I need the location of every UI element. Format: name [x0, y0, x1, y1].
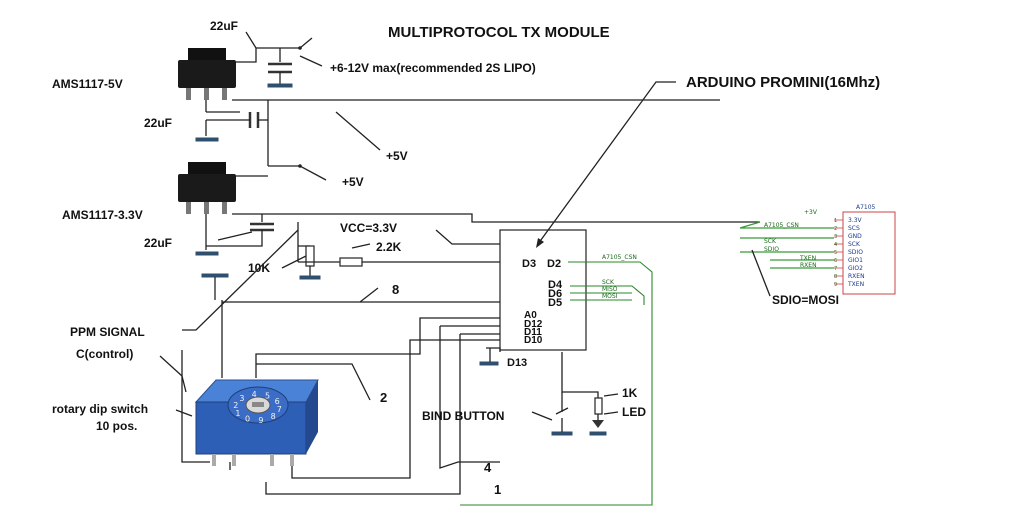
pin-d12: D12 [524, 319, 543, 330]
a7105-pin-number-8: 9 [834, 282, 837, 288]
wire-1-label: 1 [494, 482, 501, 497]
rotary-label-2: 10 pos. [96, 419, 137, 433]
svg-text:SDIO: SDIO [764, 246, 779, 253]
net-csn [460, 261, 653, 506]
cap-bottom-label: 22uF [144, 236, 172, 250]
ppm-label: PPM SIGNAL [70, 325, 145, 339]
a7105-pin-3: SCK [848, 241, 861, 248]
pin-d5: D5 [548, 297, 562, 309]
a7105-pin-number-4: 5 [834, 250, 837, 256]
wire-2-label: 2 [380, 390, 387, 405]
a7105-pin-number-1: 2 [834, 226, 837, 232]
cap-mid-label: 22uF [144, 116, 172, 130]
reg5v-label: AMS1117-5V [52, 77, 123, 91]
pin-d11: D11 [524, 327, 542, 338]
a7105-pin-4: SDIO [848, 249, 863, 256]
pin-a0: A0 [524, 310, 537, 321]
rotary-digit-8: 8 [271, 412, 276, 421]
reg33-label: AMS1117-3.3V [62, 208, 143, 222]
a7105-pin-number-0: 1 [834, 218, 837, 224]
vcc-label: VCC=3.3V [340, 221, 397, 235]
resistor-10k [305, 245, 315, 267]
r1k-label: 1K [622, 386, 638, 400]
a7105-pin-number-3: 4 [834, 242, 837, 248]
rotary-digit-4: 4 [252, 390, 257, 399]
rotary-digit-0: 0 [245, 415, 250, 424]
rotary-digit-1: 1 [235, 409, 240, 418]
pin-d6: D6 [548, 288, 562, 300]
svg-text:A7105_CSN: A7105_CSN [602, 254, 637, 261]
pin-d13: D13 [507, 357, 527, 369]
rotary-digit-2: 2 [233, 401, 238, 410]
pin-d3: D3 [522, 258, 536, 270]
a7105-module [842, 211, 896, 295]
rotary-digit-3: 3 [239, 394, 244, 403]
rotary-label-1: rotary dip switch [52, 402, 148, 416]
wire-4-label: 4 [484, 460, 492, 475]
sdio-label: SDIO=MOSI [772, 293, 839, 307]
a7105-pin-8: TXEN [847, 281, 864, 288]
a7105-pin-2: GND [848, 233, 862, 240]
ams1117-5v-regulator [178, 48, 236, 100]
led-label: LED [622, 405, 646, 419]
rotary-digit-9: 9 [258, 416, 263, 425]
svg-text:+3V: +3V [804, 209, 818, 216]
a7105-pin-number-2: 3 [834, 234, 837, 240]
arduino-promini [499, 229, 587, 351]
svg-text:SCK: SCK [602, 279, 615, 286]
svg-text:MISO: MISO [602, 286, 618, 293]
resistor-1k [594, 397, 603, 415]
a7105-title: A7105 [856, 204, 876, 211]
page-title: MULTIPROTOCOL TX MODULE [388, 24, 610, 41]
plus5v-label-b: +5V [342, 175, 364, 189]
control-label: C(control) [76, 347, 133, 361]
rotary-dip-switch [194, 379, 319, 466]
rotary-digit-5: 5 [265, 391, 270, 400]
a7105-pin-number-6: 7 [834, 266, 837, 272]
plus5v-label-a: +5V [386, 149, 408, 163]
led-symbol [592, 420, 604, 428]
a7105-pin-7: RXEN [848, 273, 865, 280]
resistor-2k2 [339, 257, 363, 267]
svg-text:MOSI: MOSI [602, 293, 618, 300]
bind-label: BIND BUTTON [422, 409, 504, 423]
a7105-pin-number-7: 8 [834, 274, 837, 280]
a7105-pin-6: GIO2 [848, 265, 863, 272]
arduino-label: ARDUINO PROMINI(16Mhz) [686, 74, 880, 91]
a7105-pin-5: GIO1 [848, 257, 863, 264]
wire-8-label: 8 [392, 282, 399, 297]
rotary-digit-6: 6 [275, 397, 280, 406]
input-wire [236, 37, 313, 63]
pin-d10: D10 [524, 335, 543, 346]
a7105-pin-0: 3.3V [848, 217, 863, 224]
svg-text:SCK: SCK [764, 238, 777, 245]
r22k-label: 2.2K [376, 240, 402, 254]
bind-button [555, 407, 569, 415]
cap-top-label: 22uF [210, 19, 238, 33]
svg-text:A7105_CSN: A7105_CSN [764, 222, 799, 229]
a7105-pin-number-5: 6 [834, 258, 837, 264]
pin-d4: D4 [548, 279, 563, 291]
rail-3v3 [232, 213, 760, 223]
input-voltage-label: +6-12V max(recommended 2S LIPO) [330, 61, 536, 75]
ground-symbol [267, 83, 293, 88]
svg-text:TXEN: TXEN [799, 255, 816, 262]
ams1117-3v3-regulator [178, 162, 236, 214]
svg-text:RXEN: RXEN [800, 262, 817, 269]
pin-d2: D2 [547, 258, 561, 270]
rotary-digit-7: 7 [277, 405, 282, 414]
a7105-pin-1: SCS [848, 225, 860, 232]
